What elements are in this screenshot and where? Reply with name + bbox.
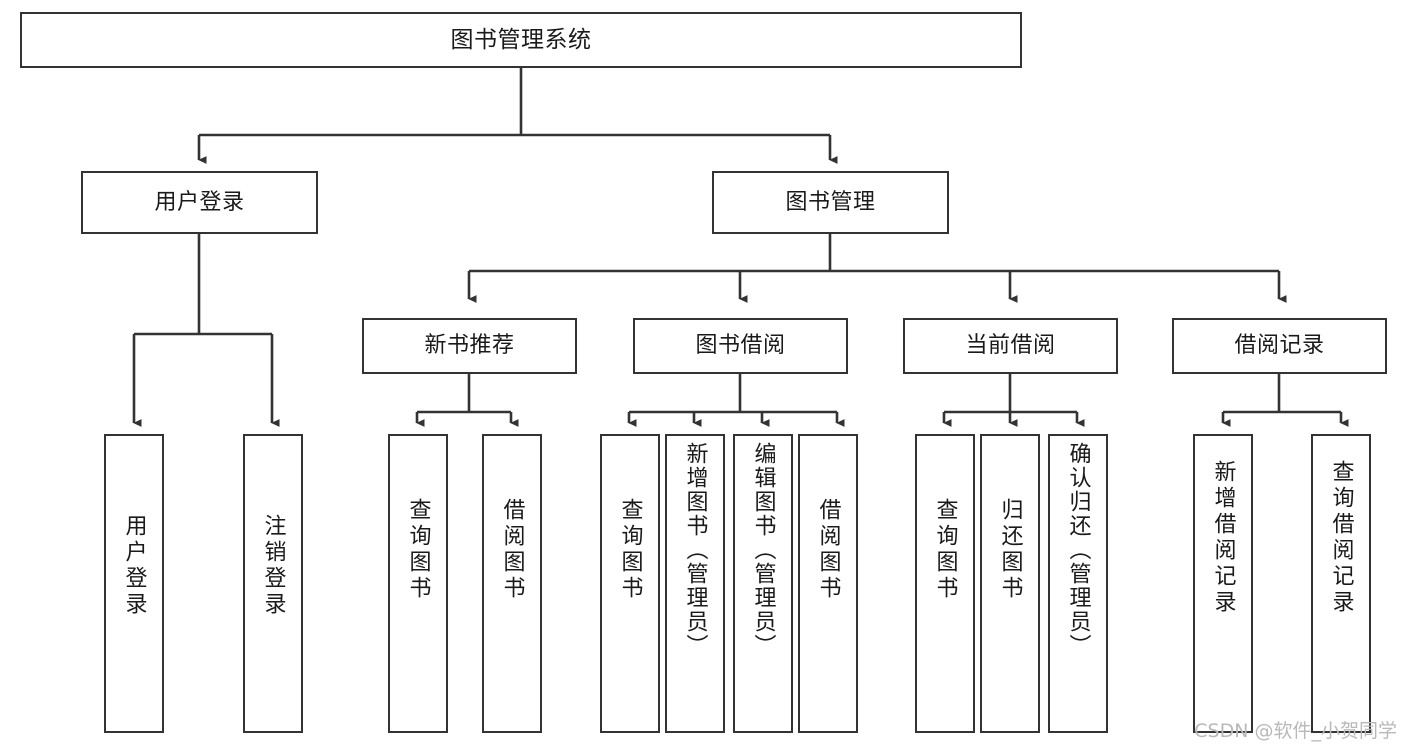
node-label: 新增图书（管理员） bbox=[682, 442, 708, 658]
node-user-login[interactable]: 用户登录 bbox=[81, 171, 318, 234]
node-label: 查询借阅记录 bbox=[1328, 460, 1354, 616]
node-label: 借阅图书 bbox=[499, 498, 525, 602]
node-label: 用户登录 bbox=[121, 514, 147, 618]
node-borrow-record[interactable]: 借阅记录 bbox=[1172, 318, 1387, 374]
node-label: 图书借阅 bbox=[695, 333, 786, 359]
leaf-borrow-book-new-rec[interactable]: 借阅图书 bbox=[482, 434, 542, 733]
leaf-add-book-admin[interactable]: 新增图书（管理员） bbox=[665, 434, 725, 733]
leaf-user-logout[interactable]: 注销登录 bbox=[243, 434, 303, 733]
node-label: 借阅图书 bbox=[815, 498, 841, 602]
node-label: 确认归还（管理员） bbox=[1065, 442, 1091, 658]
leaf-query-book-borrow[interactable]: 查询图书 bbox=[600, 434, 660, 733]
node-label: 新书推荐 bbox=[424, 333, 515, 359]
leaf-query-book-new-rec[interactable]: 查询图书 bbox=[388, 434, 448, 733]
node-label: 查询图书 bbox=[932, 498, 958, 602]
node-label: 查询图书 bbox=[617, 498, 643, 602]
node-label: 归还图书 bbox=[997, 498, 1023, 602]
node-label: 当前借阅 bbox=[965, 333, 1056, 359]
node-label: 借阅记录 bbox=[1234, 333, 1325, 359]
node-root-system[interactable]: 图书管理系统 bbox=[20, 12, 1022, 68]
node-label: 图书管理 bbox=[785, 189, 876, 215]
node-label: 编辑图书（管理员） bbox=[750, 442, 776, 658]
node-label: 新增借阅记录 bbox=[1210, 460, 1236, 616]
watermark-text: CSDN @软件_小贺同学 bbox=[1194, 720, 1397, 742]
node-label: 查询图书 bbox=[405, 498, 431, 602]
leaf-borrow-book-borrow[interactable]: 借阅图书 bbox=[798, 434, 858, 733]
node-label: 注销登录 bbox=[260, 514, 286, 618]
leaf-confirm-return-admin[interactable]: 确认归还（管理员） bbox=[1048, 434, 1108, 733]
leaf-add-borrow-record[interactable]: 新增借阅记录 bbox=[1193, 434, 1253, 733]
leaf-return-book[interactable]: 归还图书 bbox=[980, 434, 1040, 733]
leaf-query-book-current[interactable]: 查询图书 bbox=[915, 434, 975, 733]
leaf-edit-book-admin[interactable]: 编辑图书（管理员） bbox=[733, 434, 793, 733]
node-new-book-rec[interactable]: 新书推荐 bbox=[362, 318, 577, 374]
node-book-borrow[interactable]: 图书借阅 bbox=[633, 318, 848, 374]
node-label: 图书管理系统 bbox=[450, 26, 592, 53]
node-label: 用户登录 bbox=[154, 189, 245, 215]
leaf-user-login[interactable]: 用户登录 bbox=[104, 434, 164, 733]
node-book-manage[interactable]: 图书管理 bbox=[712, 171, 949, 234]
leaf-query-borrow-record[interactable]: 查询借阅记录 bbox=[1311, 434, 1371, 733]
node-current-borrow[interactable]: 当前借阅 bbox=[903, 318, 1118, 374]
